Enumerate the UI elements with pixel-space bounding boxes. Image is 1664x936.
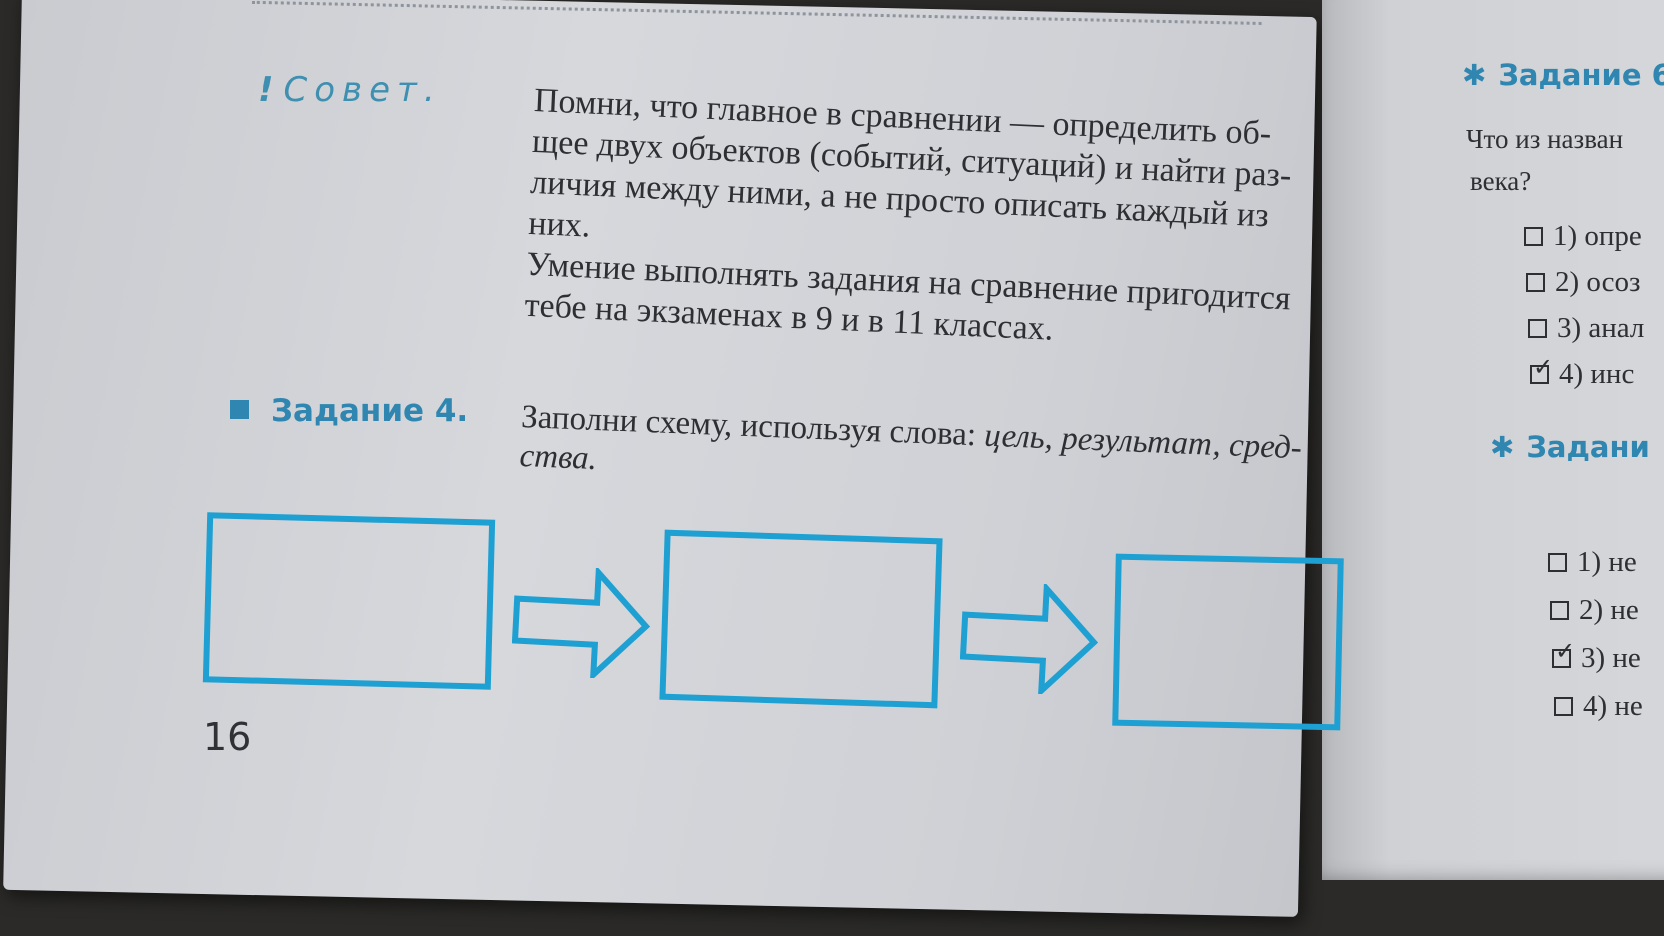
- asterisk-icon: ✱: [1462, 58, 1487, 92]
- option-label: 1) не: [1577, 546, 1637, 578]
- task6-question: Что из назван: [1466, 124, 1624, 154]
- option-label: 2) не: [1579, 594, 1639, 626]
- option-label: 2) осоз: [1555, 266, 1641, 298]
- right-arrow-icon: [960, 584, 1099, 694]
- task6-question-end: века?: [1470, 166, 1532, 196]
- option-b2[interactable]: 2) не: [1550, 594, 1639, 627]
- tip-text: Помни, что главное в сравнении — определ…: [524, 80, 1334, 362]
- checked-checkbox-icon[interactable]: [1530, 353, 1553, 384]
- asterisk-icon: ✱: [1490, 430, 1515, 464]
- scheme-box-2[interactable]: [659, 529, 943, 709]
- task4-heading: Задание 4.: [230, 393, 468, 429]
- task6-heading: ✱ Задание 6: [1462, 58, 1664, 92]
- option-b1[interactable]: 1) не: [1548, 546, 1637, 579]
- option-a3[interactable]: 3) анал: [1528, 312, 1644, 345]
- option-b4[interactable]: 4) не: [1554, 690, 1643, 723]
- task6-heading-text: Задание 6: [1498, 58, 1664, 92]
- checkbox-icon[interactable]: [1526, 273, 1545, 292]
- right-page: [1322, 0, 1664, 880]
- option-label: 3) не: [1581, 642, 1641, 674]
- checkbox-icon[interactable]: [1528, 319, 1547, 338]
- option-label: 1) опре: [1553, 220, 1642, 252]
- exclamation-icon: !: [258, 70, 274, 110]
- scheme-box-3[interactable]: [1112, 553, 1344, 731]
- square-bullet-icon: [230, 400, 249, 419]
- right-arrow-icon: [512, 568, 651, 678]
- option-label: 4) не: [1583, 690, 1643, 722]
- task4-heading-text: Задание 4.: [271, 393, 469, 429]
- task4-words-end: ства.: [518, 437, 598, 478]
- next-task-heading: ✱ Задани: [1490, 430, 1650, 464]
- option-a2[interactable]: 2) осоз: [1526, 266, 1640, 299]
- checkbox-icon[interactable]: [1548, 553, 1567, 572]
- checked-checkbox-icon[interactable]: [1552, 637, 1575, 668]
- checkbox-icon[interactable]: [1550, 601, 1569, 620]
- next-task-heading-text: Задани: [1526, 430, 1650, 464]
- page-number: 16: [203, 715, 252, 759]
- dotted-rule: [251, 0, 1262, 25]
- tip-label: !Совет.: [258, 70, 442, 110]
- option-a4[interactable]: 4) инс: [1530, 353, 1635, 391]
- option-label: 3) анал: [1557, 312, 1645, 344]
- checkbox-icon[interactable]: [1524, 227, 1543, 246]
- option-b3[interactable]: 3) не: [1552, 637, 1641, 675]
- option-a1[interactable]: 1) опре: [1524, 220, 1642, 253]
- option-label: 4) инс: [1559, 358, 1635, 390]
- scheme-box-1[interactable]: [202, 512, 496, 690]
- checkbox-icon[interactable]: [1554, 697, 1573, 716]
- tip-label-text: Совет.: [283, 70, 442, 110]
